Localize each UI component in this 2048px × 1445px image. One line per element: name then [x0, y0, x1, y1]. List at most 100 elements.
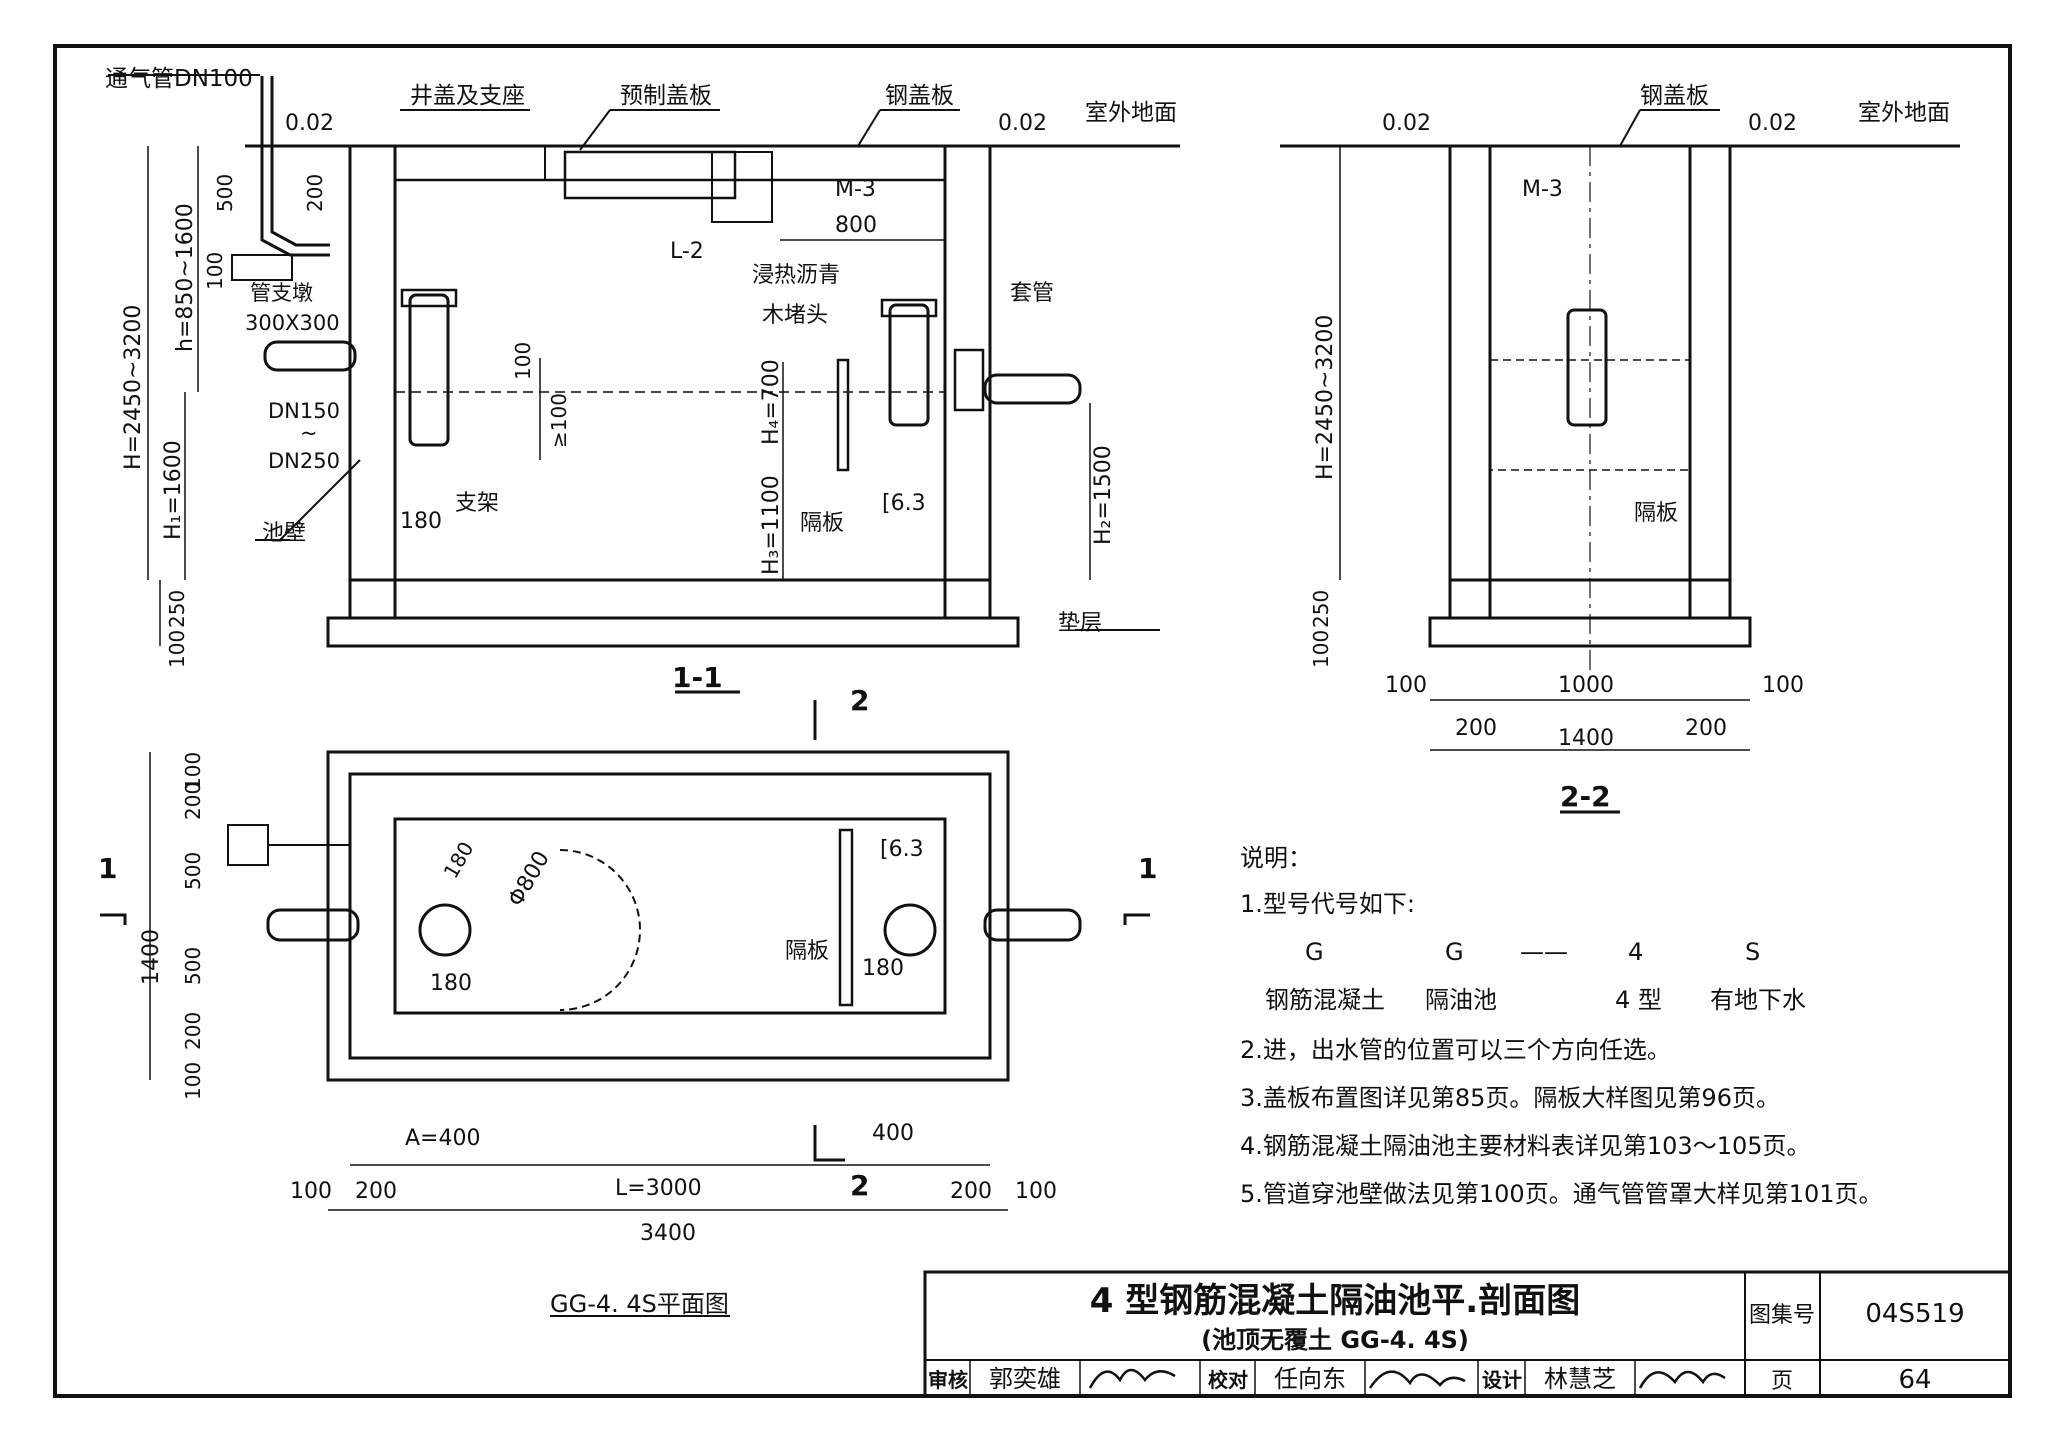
pool-interior — [393, 178, 947, 582]
label-sleeve: 套管 — [1010, 281, 1054, 306]
label-v100b: 100 — [181, 1062, 205, 1100]
manhole-arc — [559, 849, 641, 1011]
notes-mean-g2: 隔油池 — [1425, 986, 1497, 1014]
label-l2: L-2 — [670, 239, 704, 264]
label-r180b: 180 — [430, 971, 472, 996]
label-r180c: 180 — [862, 956, 904, 981]
label-a400: A=400 — [405, 1126, 480, 1151]
label-outdoor-ground: 室外地面 — [1085, 100, 1177, 126]
title-block — [923, 1270, 2012, 1398]
signature-review — [1088, 1368, 1176, 1389]
label-level-left: 0.02 — [285, 111, 334, 136]
plan-baffle — [838, 828, 854, 1007]
label-v500b: 500 — [181, 947, 205, 985]
sleeve — [953, 348, 985, 412]
tb-review-name: 郭奕雄 — [989, 1365, 1061, 1393]
label-2-level-left: 0.02 — [1382, 111, 1431, 136]
notes-code-dash: —— — [1520, 938, 1568, 966]
cut-line-1-right — [1123, 913, 1150, 925]
label-pool-wall: 池壁 — [262, 521, 306, 546]
label-v200b: 200 — [181, 1012, 205, 1050]
label-support: 支架 — [455, 491, 499, 516]
label-2-b200a: 200 — [1455, 716, 1497, 741]
label-cut1-left: 1 — [98, 852, 117, 885]
inlet-tee-cap — [400, 288, 458, 308]
label-asphalt: 浸热沥青 — [752, 263, 840, 288]
notes-mean-4: 4 型 — [1615, 986, 1662, 1014]
label-dim-800: 800 — [835, 213, 877, 238]
label-dim-200: 200 — [303, 174, 327, 212]
label-2-dim-250: 250 — [1309, 590, 1333, 628]
label-pipe-pier: 管支墩 — [250, 281, 313, 305]
title-section-1-1: 1-1 — [672, 661, 723, 694]
label-wood-plug: 木堵头 — [762, 303, 828, 328]
right-wall-2 — [1688, 144, 1732, 620]
label-2-level-right: 0.02 — [1748, 111, 1797, 136]
tb-atlas-no: 04S519 — [1865, 1299, 1964, 1329]
plan-outer-cushion — [326, 750, 1010, 1082]
label-v100a: 100 — [181, 752, 205, 790]
label-h3400: 3400 — [640, 1221, 696, 1246]
outlet-tee — [888, 303, 930, 427]
label-dim-500: 500 — [213, 174, 237, 212]
notes-mean-s: 有地下水 — [1710, 986, 1806, 1014]
plan-outlet-pipe — [983, 908, 1082, 942]
cut-line-2-bottom — [813, 1125, 845, 1162]
plan-inlet-pipe-circle — [418, 903, 472, 957]
baffle-plate — [836, 358, 850, 472]
label-vent-pipe: 通气管DN100 — [105, 66, 253, 92]
label-dim-250: 250 — [165, 590, 189, 628]
label-2-h-total: H=2450~3200 — [1313, 315, 1338, 480]
label-h4: H₄=700 — [759, 359, 784, 445]
label-2-b1400: 1400 — [1558, 726, 1614, 751]
precast-cover-plate — [563, 150, 737, 200]
leader-steel-2 — [1619, 109, 1641, 147]
label-h-depth: h=850~1600 — [173, 203, 198, 352]
label-phi800: Φ800 — [504, 847, 555, 911]
left-wall-2 — [1448, 144, 1492, 620]
label-2-b100b: 100 — [1762, 673, 1804, 698]
label-2-outdoor-ground: 室外地面 — [1858, 100, 1950, 126]
label-h200b: 200 — [950, 1179, 992, 1204]
label-h2: H₂=1500 — [1091, 445, 1116, 545]
label-cut2-top: 2 — [850, 684, 869, 717]
title-block-frame — [923, 1270, 2012, 1398]
label-precast-cover: 预制盖板 — [620, 83, 712, 109]
inlet-pipe — [263, 340, 357, 372]
cut-line-1-left — [100, 913, 127, 925]
tb-check-label: 校对 — [1208, 1368, 1248, 1392]
title-section-2-2: 2-2 — [1560, 780, 1611, 813]
label-plan-channel: [6.3 — [880, 837, 924, 862]
label-dn250: DN250 — [268, 449, 340, 473]
tb-design-label: 设计 — [1482, 1368, 1522, 1392]
section-2-2 — [1280, 109, 1960, 814]
label-2-baffle: 隔板 — [1634, 501, 1678, 526]
label-h200a: 200 — [355, 1179, 397, 1204]
label-2-b200b: 200 — [1685, 716, 1727, 741]
inlet-tee — [408, 293, 450, 447]
label-dim-100c: 100 — [165, 630, 189, 668]
label-2-dim-100: 100 — [1309, 630, 1333, 668]
label-2-m3: M-3 — [1522, 177, 1563, 202]
label-level-right: 0.02 — [998, 111, 1047, 136]
label-h3: H₃=1100 — [759, 475, 784, 575]
notes-heading: 说明： — [1240, 844, 1312, 872]
label-v200a: 200 — [181, 782, 205, 820]
section-1-1 — [108, 74, 1180, 694]
plan-outlet-pipe-circle — [883, 903, 937, 957]
notes-mean-g1: 钢筋混凝土 — [1265, 986, 1385, 1014]
pipe-pier — [231, 254, 293, 281]
label-2-b100a: 100 — [1385, 673, 1427, 698]
label-cut2-bottom: 2 — [850, 1169, 869, 1202]
tb-title: 4 型钢筋混凝土隔油池平.剖面图 — [1090, 1281, 1580, 1321]
notes-code-4: 4 — [1628, 938, 1643, 966]
signature-check — [1368, 1370, 1466, 1389]
plan-pipe-pier — [227, 824, 269, 866]
title-plan: GG-4. 4S平面图 — [550, 1290, 729, 1318]
tb-atlas-label: 图集号 — [1749, 1303, 1815, 1328]
label-dim-100a: 100 — [511, 342, 535, 380]
label-h1: H₁=1600 — [161, 440, 186, 540]
label-h100b: 100 — [1015, 1179, 1057, 1204]
label-v500a: 500 — [181, 852, 205, 890]
